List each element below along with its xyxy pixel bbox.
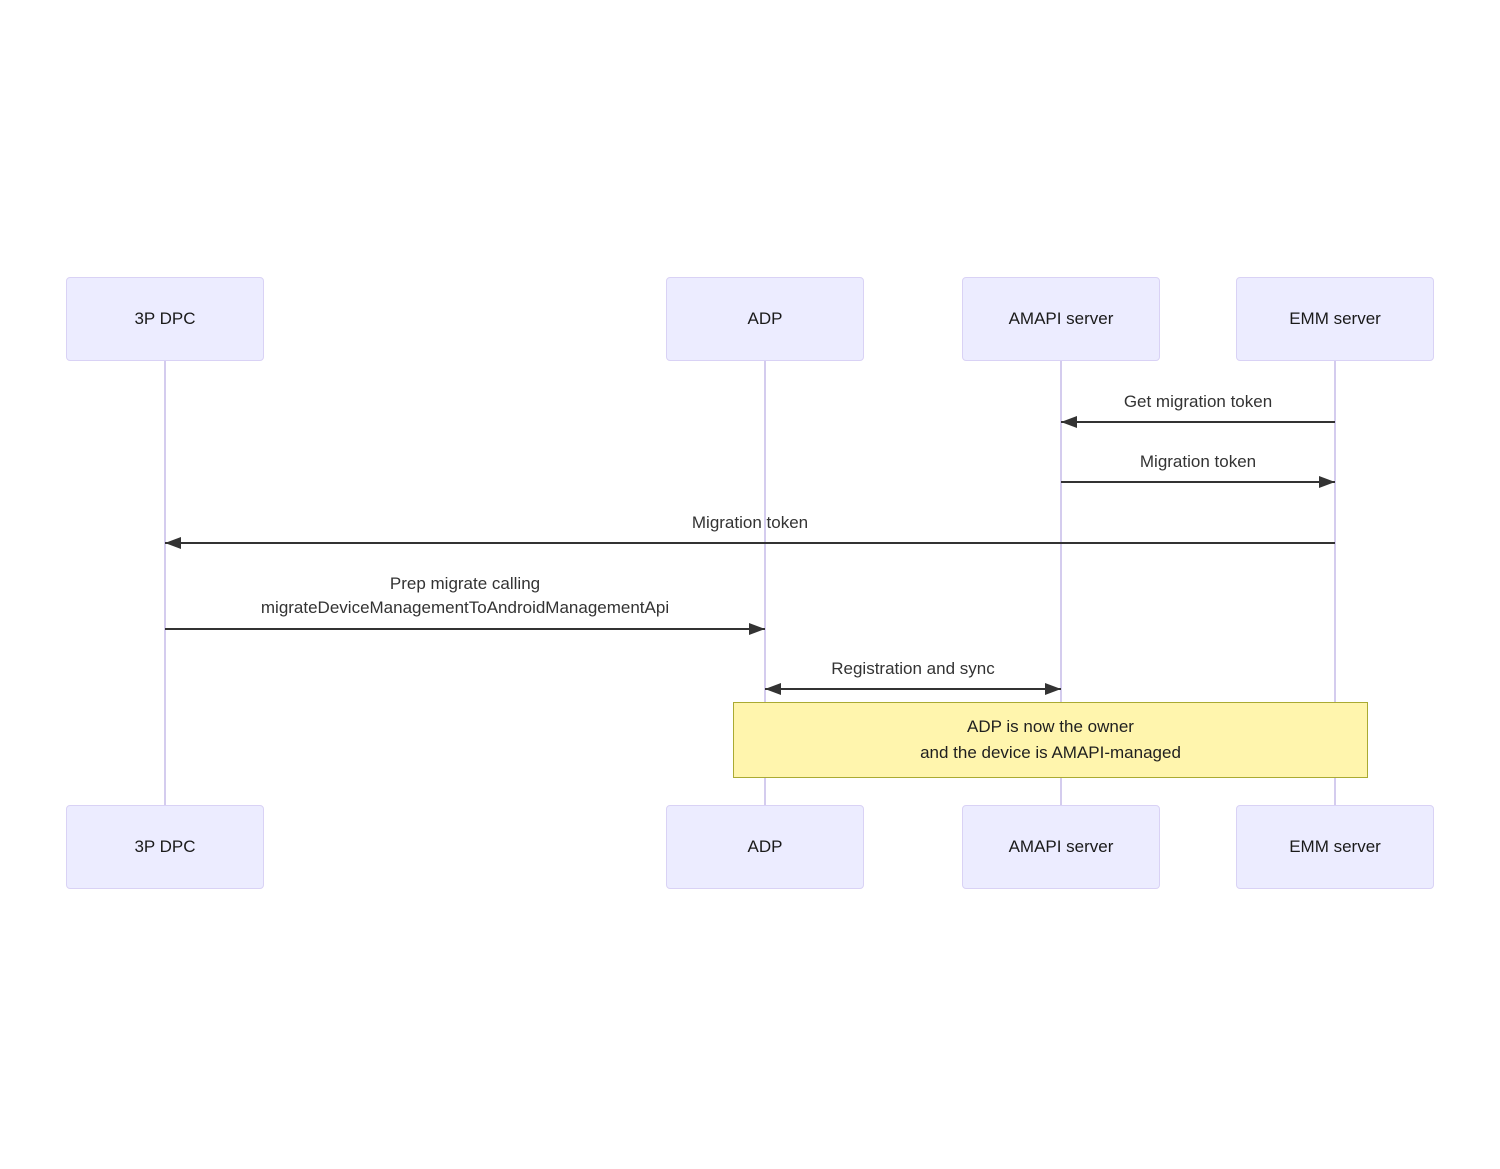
note-line2: and the device is AMAPI-managed (920, 743, 1181, 762)
actor-label: ADP (747, 837, 783, 856)
actor-label: AMAPI server (1008, 309, 1114, 328)
actor-bottom-amapi-server: AMAPI server (962, 805, 1160, 889)
message-label-line1: Prep migrate calling (389, 574, 541, 593)
actor-top-3p-dpc: 3P DPC (66, 277, 264, 361)
arrowhead-right-icon (1045, 683, 1061, 695)
actor-label: 3P DPC (134, 309, 196, 328)
note-adp-owner: ADP is now the owner and the device is A… (733, 702, 1368, 778)
message-line-prep-migrate (165, 623, 765, 635)
actor-top-amapi-server: AMAPI server (962, 277, 1160, 361)
message-line-get-migration-token (1061, 416, 1335, 428)
note-line1: ADP is now the owner (967, 717, 1134, 736)
arrowhead-left-icon (1061, 416, 1077, 428)
actor-label: AMAPI server (1008, 837, 1114, 856)
actor-bottom-3p-dpc: 3P DPC (66, 805, 264, 889)
message-label-prep-migrate: Prep migrate calling migrateDeviceManage… (165, 572, 765, 620)
actor-label: EMM server (1289, 837, 1381, 856)
actor-bottom-adp: ADP (666, 805, 864, 889)
message-label-migration-token-to-emm: Migration token (1139, 452, 1257, 471)
message-line-registration-and-sync (765, 683, 1061, 695)
arrowhead-right-icon (1319, 476, 1335, 488)
message-label-get-migration-token: Get migration token (1123, 392, 1273, 411)
message-label-line2: migrateDeviceManagementToAndroidManageme… (260, 598, 670, 617)
lifeline-emm-server (1334, 361, 1336, 805)
arrowhead-left-icon (765, 683, 781, 695)
message-line-migration-token-to-dpc (165, 537, 1335, 549)
actor-bottom-emm-server: EMM server (1236, 805, 1434, 889)
message-label-migration-token-to-dpc: Migration token (691, 513, 809, 532)
lifeline-amapi-server (1060, 361, 1062, 805)
actor-label: 3P DPC (134, 837, 196, 856)
actor-label: ADP (747, 309, 783, 328)
arrowhead-right-icon (749, 623, 765, 635)
actor-top-emm-server: EMM server (1236, 277, 1434, 361)
message-line-migration-token-to-emm (1061, 476, 1335, 488)
actor-top-adp: ADP (666, 277, 864, 361)
actor-label: EMM server (1289, 309, 1381, 328)
arrowhead-left-icon (165, 537, 181, 549)
message-label-registration-and-sync: Registration and sync (831, 659, 995, 678)
lifeline-adp (764, 361, 766, 805)
lifeline-3p-dpc (164, 361, 166, 805)
